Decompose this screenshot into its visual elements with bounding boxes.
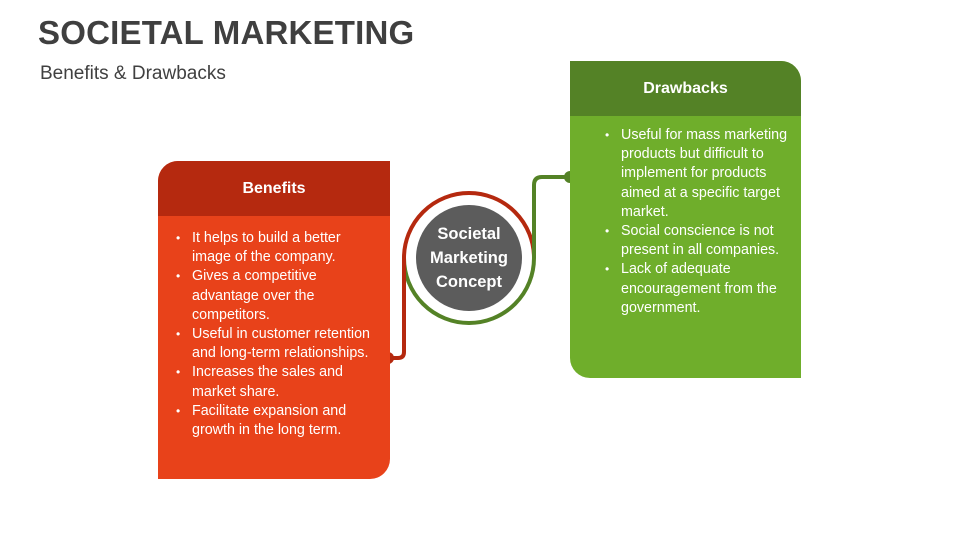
benefit-item: Gives a competitive advantage over the c… [174, 267, 380, 325]
benefits-card: Benefits It helps to build a better imag… [158, 161, 390, 479]
drawback-item: Social conscience is not present in all … [603, 222, 791, 260]
benefit-item: Facilitate expansion and growth in the l… [174, 402, 380, 440]
drawbacks-body: Useful for mass marketing products but d… [570, 116, 801, 318]
drawbacks-header: Drawbacks [570, 61, 801, 116]
benefits-list: It helps to build a better image of the … [174, 229, 380, 440]
center-concept-label: Societal Marketing Concept [430, 225, 508, 291]
center-concept-circle: Societal Marketing Concept [416, 205, 522, 311]
connector-benefits [388, 258, 406, 360]
benefit-item: It helps to build a better image of the … [174, 229, 380, 267]
drawback-item: Useful for mass marketing products but d… [603, 126, 791, 222]
benefit-item: Useful in customer retention and long-te… [174, 325, 380, 363]
page-title: SOCIETAL MARKETING [38, 14, 415, 51]
benefits-header: Benefits [158, 161, 390, 216]
ring-arc-green [402, 257, 536, 325]
drawback-item: Lack of adequate encouragement from the … [603, 260, 791, 318]
benefits-body: It helps to build a better image of the … [158, 216, 390, 440]
benefit-item: Increases the sales and market share. [174, 363, 380, 401]
drawbacks-card: Drawbacks Useful for mass marketing prod… [570, 61, 801, 378]
connector-drawbacks [532, 175, 570, 258]
drawbacks-list: Useful for mass marketing products but d… [603, 126, 791, 318]
page-subtitle: Benefits & Drawbacks [40, 63, 226, 84]
ring-arc-red [402, 191, 536, 259]
